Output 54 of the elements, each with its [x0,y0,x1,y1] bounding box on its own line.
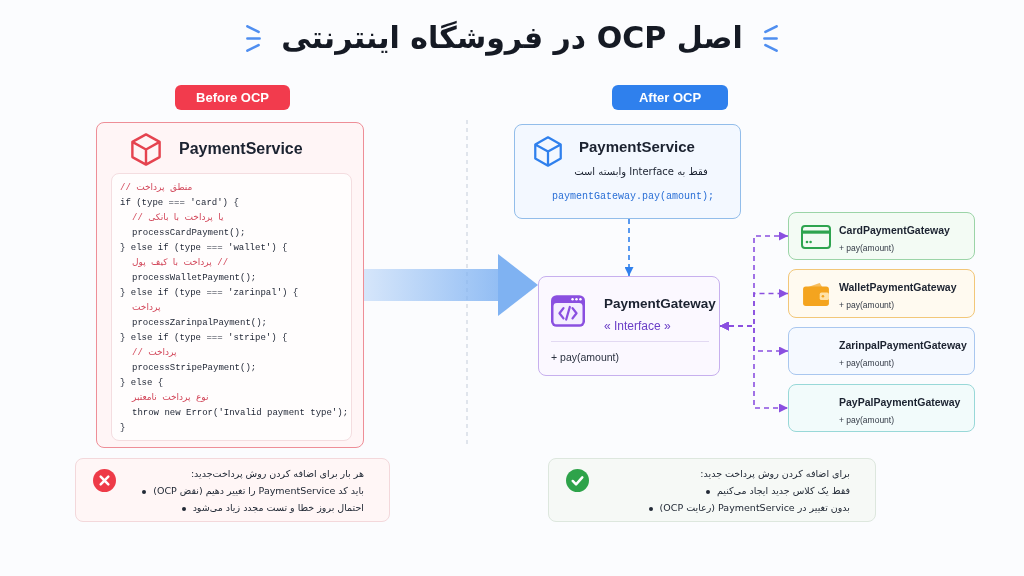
description: فقط به Interface وابسته است [574,166,708,177]
code-line: } else if (type === 'zarinpal') { [120,287,299,300]
code-line: نوع پرداخت نامعتبر [132,392,209,405]
title: اصل OCP در فروشگاه اینترنتی [281,19,743,58]
code-line: if (type === 'card') { [120,197,239,210]
class-box [514,124,741,219]
code-line: processCardPayment(); [132,227,246,240]
code-block [111,173,352,441]
bullet-item: باید کد PaymentService را تغییر دهیم (نقض OCP) [142,482,364,499]
code-line: processWalletPayment(); [132,272,257,285]
method-signature: + pay(amount) [839,415,895,425]
interface-box [538,276,720,376]
section-badge: Before OCP [175,85,290,110]
note-box [548,458,876,522]
section-badge: After OCP [612,85,728,110]
class-box [788,212,975,260]
block-arrow [364,254,538,316]
code-line: // یا پرداخت با بانکی [132,212,224,225]
code-line: } else if (type === 'wallet') { [120,242,288,255]
code-line: } else if (type === 'stripe') { [120,332,288,345]
code-line: } [120,422,126,435]
note-heading: هر بار برای اضافه کردن روش پرداخت‌جدید: [190,467,364,481]
class-panel [96,122,364,448]
class-name: PaymentGateway [604,296,716,311]
bullet-item: بدون تغییر در PaymentService (رعایت OCP) [648,499,850,516]
method-signature: + pay(amount) [839,358,895,368]
bullet-item: احتمال بروز خطا و تست مجدد زیاد می‌شود [181,499,364,516]
class-name: PaymentService [179,140,303,158]
code-line: // پرداخت [132,347,177,360]
class-name: CardPaymentGateway [839,224,950,236]
code-line: throw new Error('Invalid payment type'); [132,407,349,420]
note-heading: برای اضافه کردن روش پرداخت جدید: [700,467,850,481]
dashed-arrow [624,218,634,277]
class-box [788,327,975,375]
code-line: paymentGateway.pay(amount); [552,191,714,202]
code-line: processStripePayment(); [132,362,257,375]
class-name: PayPalPaymentGateway [839,396,961,408]
code-line: پرداخت [132,302,161,315]
class-box [788,384,975,432]
class-name: ZarinpalPaymentGateway [839,339,967,351]
stereotype: « Interface » [604,319,671,333]
class-box [788,269,975,318]
method-signature: + pay(amount) [839,300,895,310]
method-signature: + pay(amount) [839,243,895,253]
code-line: پرداخت با کیف پول // [132,257,229,270]
method-signature: + pay(amount) [551,351,619,363]
code-line: // منطق پرداخت [120,182,193,195]
code-line: } else { [120,377,164,390]
code-line: processZarinpalPayment(); [132,317,268,330]
class-name: PaymentService [579,138,695,155]
class-name: WalletPaymentGateway [839,281,957,293]
dashed-arrow [719,321,789,413]
note-box [75,458,390,522]
bullet-item: فقط یک کلاس جدید ایجاد می‌کنیم [706,482,850,499]
